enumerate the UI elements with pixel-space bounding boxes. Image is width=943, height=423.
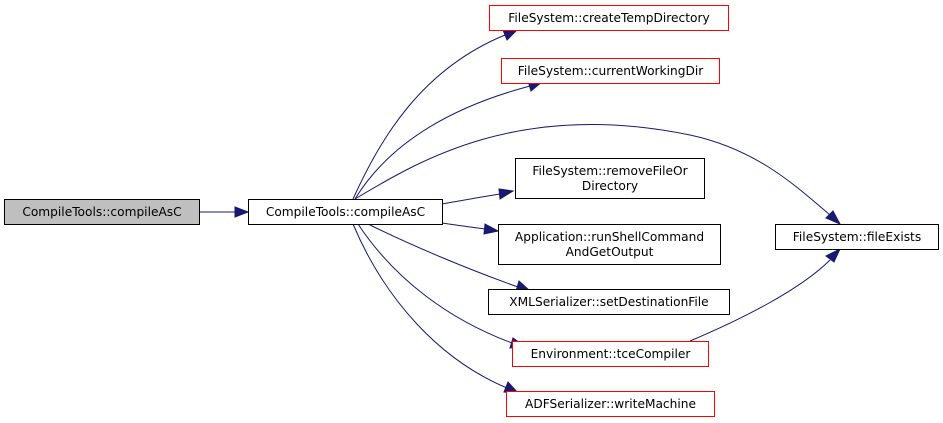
node-label: AndGetOutput — [566, 245, 654, 259]
node-tceCompiler[interactable]: Environment::tceCompiler — [512, 341, 709, 367]
edge-compileAsC-to-currentWorkingDir — [354, 80, 545, 200]
node-setDestinationFile[interactable]: XMLSerializer::setDestinationFile — [488, 289, 730, 315]
node-label: CompileTools::compileAsC — [266, 205, 425, 219]
node-compileAsC_caller[interactable]: CompileTools::compileAsC — [4, 199, 200, 225]
node-label: FileSystem::currentWorkingDir — [518, 64, 704, 78]
node-label: CompileTools::compileAsC — [22, 205, 181, 219]
arrowhead-icon — [825, 247, 842, 263]
edge-tceCompiler-to-fileExists — [689, 247, 842, 342]
node-label: Environment::tceCompiler — [531, 347, 692, 361]
node-label: XMLSerializer::setDestinationFile — [509, 295, 708, 309]
edge-compileAsC_caller-to-compileAsC — [199, 206, 250, 218]
node-box — [488, 289, 730, 315]
node-box — [515, 158, 705, 199]
arrowhead-icon — [825, 210, 842, 226]
node-label: FileSystem::removeFileOr — [532, 164, 688, 178]
arrowhead-icon — [483, 223, 500, 235]
node-box — [501, 58, 720, 84]
node-createTempDirectory[interactable]: FileSystem::createTempDirectory — [489, 5, 729, 31]
edge-compileAsC-to-removeFileOrDirectory — [441, 188, 515, 205]
edge-line — [352, 34, 506, 200]
edge-line — [354, 123, 831, 216]
node-label: FileSystem::fileExists — [793, 230, 921, 244]
node-box — [506, 391, 715, 417]
node-box — [498, 224, 721, 265]
node-box — [512, 341, 709, 367]
node-writeMachine[interactable]: ADFSerializer::writeMachine — [506, 391, 715, 417]
edge-line — [367, 223, 519, 288]
node-box — [4, 199, 200, 225]
edge-compileAsC-to-runShellCommandAndGetOutput — [441, 222, 500, 235]
arrowhead-icon — [234, 206, 250, 218]
node-box — [248, 199, 443, 225]
edge-line — [441, 222, 486, 230]
node-label: FileSystem::createTempDirectory — [508, 11, 709, 25]
nodes: CompileTools::compileAsC CompileTools::co… — [4, 5, 939, 417]
edge-line — [352, 223, 508, 389]
edge-line — [689, 259, 831, 342]
edge-line — [357, 223, 513, 344]
node-compileAsC[interactable]: CompileTools::compileAsC — [248, 199, 443, 225]
node-box — [489, 5, 729, 31]
edge-compileAsC-to-setDestinationFile — [367, 223, 532, 292]
edge-compileAsC-to-fileExists — [354, 123, 842, 226]
node-fileExists[interactable]: FileSystem::fileExists — [775, 224, 939, 250]
edge-line — [441, 193, 501, 205]
edge-compileAsC-to-createTempDirectory — [352, 29, 519, 200]
node-label: ADFSerializer::writeMachine — [525, 397, 696, 411]
node-currentWorkingDir[interactable]: FileSystem::currentWorkingDir — [501, 58, 720, 84]
arrowhead-icon — [498, 188, 515, 200]
node-label: Directory — [582, 179, 638, 193]
arrowhead-icon — [502, 29, 519, 41]
node-box — [775, 224, 939, 250]
edge-line — [354, 85, 531, 200]
node-label: Application::runShellCommand — [515, 230, 704, 244]
